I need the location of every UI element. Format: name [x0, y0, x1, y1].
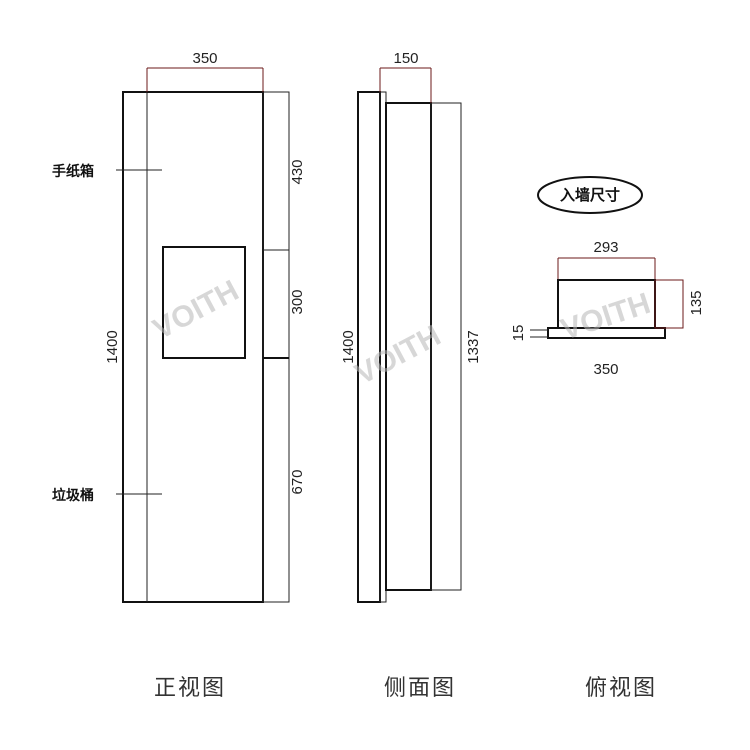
top-depth-dim-box [654, 279, 684, 329]
trash-bin-label: 垃圾桶 [52, 487, 94, 504]
paper-box-window [162, 246, 246, 359]
top-view-caption: 俯视图 [585, 676, 657, 701]
top-flange [547, 327, 666, 339]
side-dimension-column [430, 102, 462, 591]
wall-size-badge-text: 入墙尺寸 [560, 186, 620, 204]
front-window-label: 300 [289, 289, 306, 314]
top-depth-label: 135 [688, 290, 705, 315]
front-view-caption: 正视图 [154, 676, 226, 701]
front-height-label: 1400 [104, 330, 121, 363]
front-bottom-section-label: 670 [289, 469, 306, 494]
side-inner-height-label: 1337 [465, 330, 482, 363]
front-view: 350 1400 430 300 670 手纸箱 垃圾桶 VOITH 正视图 [52, 50, 306, 701]
top-inner-width-label: 293 [593, 239, 618, 256]
side-view: 150 1400 1337 VOITH 侧面图 [340, 50, 482, 701]
front-top-section-label: 430 [289, 159, 306, 184]
side-view-caption: 侧面图 [384, 676, 456, 701]
front-dimension-column [262, 91, 290, 603]
front-panel-outline [122, 91, 264, 603]
top-view: 入墙尺寸 293 135 15 350 VOITH 俯视图 [510, 176, 705, 701]
front-width-label: 350 [192, 50, 217, 67]
side-height-label: 1400 [340, 330, 357, 363]
paper-box-label: 手纸箱 [52, 163, 94, 180]
wall-size-badge [537, 176, 643, 214]
top-outer-width-label: 350 [593, 361, 618, 378]
top-flange-label: 15 [510, 325, 527, 342]
side-depth-label: 150 [393, 50, 418, 67]
